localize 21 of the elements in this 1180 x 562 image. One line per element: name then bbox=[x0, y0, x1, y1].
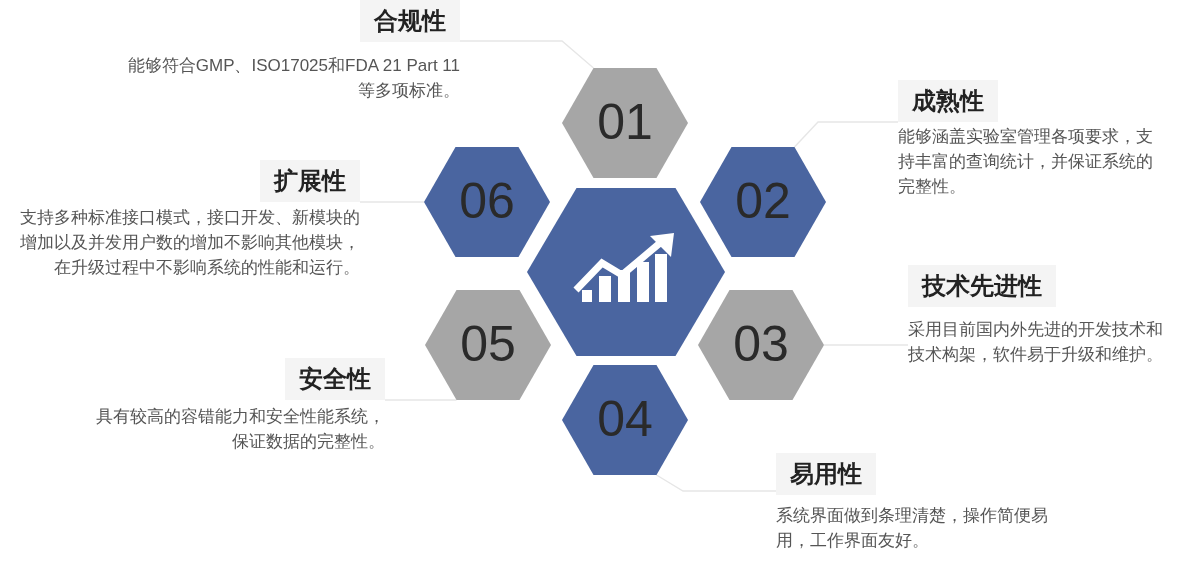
number-label: 02 bbox=[734, 176, 792, 226]
leader-line bbox=[655, 474, 777, 492]
heading-tag: 成熟性 bbox=[898, 80, 998, 122]
heading-tag: 易用性 bbox=[776, 453, 876, 495]
description-text: 支持多种标准接口模式，接口开发、新模块的增加以及并发用户数的增加不影响其他模块，在升级过程中不影响系统的性能和运行。 bbox=[19, 207, 360, 279]
number-label: 04 bbox=[596, 394, 654, 444]
heading-tag: 合规性 bbox=[360, 0, 460, 42]
number-label: 01 bbox=[596, 97, 654, 147]
description-text: 具有较高的容错能力和安全性能系统，保证数据的完整性。 bbox=[96, 406, 385, 453]
description-text: 采用目前国内外先进的开发技术和技术构架，软件易于升级和维护。 bbox=[908, 319, 1164, 366]
heading-tag: 安全性 bbox=[285, 358, 385, 400]
number-label: 05 bbox=[459, 319, 517, 369]
description-text: 能够符合GMP、ISO17025和FDA 21 Part 11等多项标准。 bbox=[126, 55, 460, 102]
leader-line bbox=[459, 40, 595, 69]
heading-tag: 扩展性 bbox=[260, 160, 360, 202]
heading-tag: 技术先进性 bbox=[908, 265, 1056, 307]
leader-line bbox=[793, 121, 899, 148]
number-label: 06 bbox=[458, 176, 516, 226]
description-text: 系统界面做到条理清楚，操作简便易用，工作界面友好。 bbox=[776, 505, 1049, 552]
number-label: 03 bbox=[732, 319, 790, 369]
description-text: 能够涵盖实验室管理各项要求，支持丰富的查询统计，并保证系统的完整性。 bbox=[898, 126, 1154, 198]
